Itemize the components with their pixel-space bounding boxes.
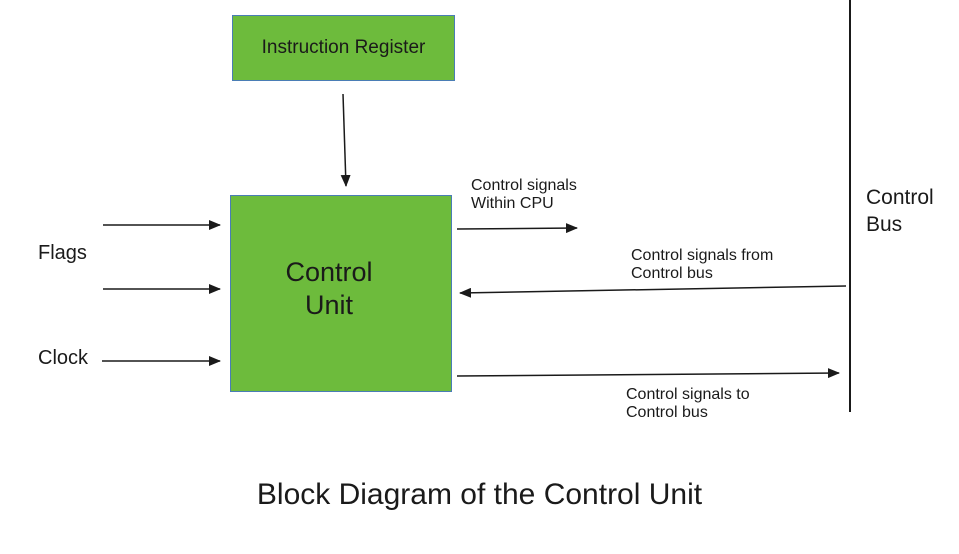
to-bus-signal-label-line1: Control signals to — [626, 386, 750, 403]
from-bus-signal-label-line2: Control bus — [631, 265, 713, 282]
control-bus-label-line1: Control — [866, 186, 934, 209]
from-bus-signal-arrow — [459, 285, 847, 298]
diagram-title: Block Diagram of the Control Unit — [256, 478, 703, 511]
instruction-register-box: Instruction Register — [232, 15, 455, 81]
from-bus-signal-label: Control signals from Control bus — [631, 247, 773, 283]
control-bus-label-line2: Bus — [866, 213, 903, 236]
control-unit-label-line2: Unit — [304, 290, 353, 320]
control-bus-label: Control Bus — [866, 184, 934, 238]
control-unit-label: Control Unit — [231, 256, 427, 322]
within-cpu-signal-label-line2: Within CPU — [471, 195, 554, 212]
to-bus-signal-label: Control signals to Control bus — [626, 386, 750, 422]
within-cpu-signal-arrow — [456, 223, 578, 234]
from-bus-signal-label-line1: Control signals from — [631, 247, 774, 264]
within-cpu-signal-label: Control signals Within CPU — [471, 177, 577, 213]
instruction-register-label: Instruction Register — [261, 37, 426, 58]
ir-to-control-unit-arrow — [340, 93, 351, 187]
within-cpu-signal-label-line1: Control signals — [471, 177, 577, 194]
control-unit-box: Control Unit — [230, 195, 452, 392]
to-bus-signal-label-line2: Control bus — [626, 404, 708, 421]
to-bus-signal-arrow — [456, 368, 840, 379]
clock-label: Clock — [38, 347, 89, 369]
flags-label: Flags — [38, 242, 87, 264]
control-unit-label-line1: Control — [285, 257, 373, 287]
